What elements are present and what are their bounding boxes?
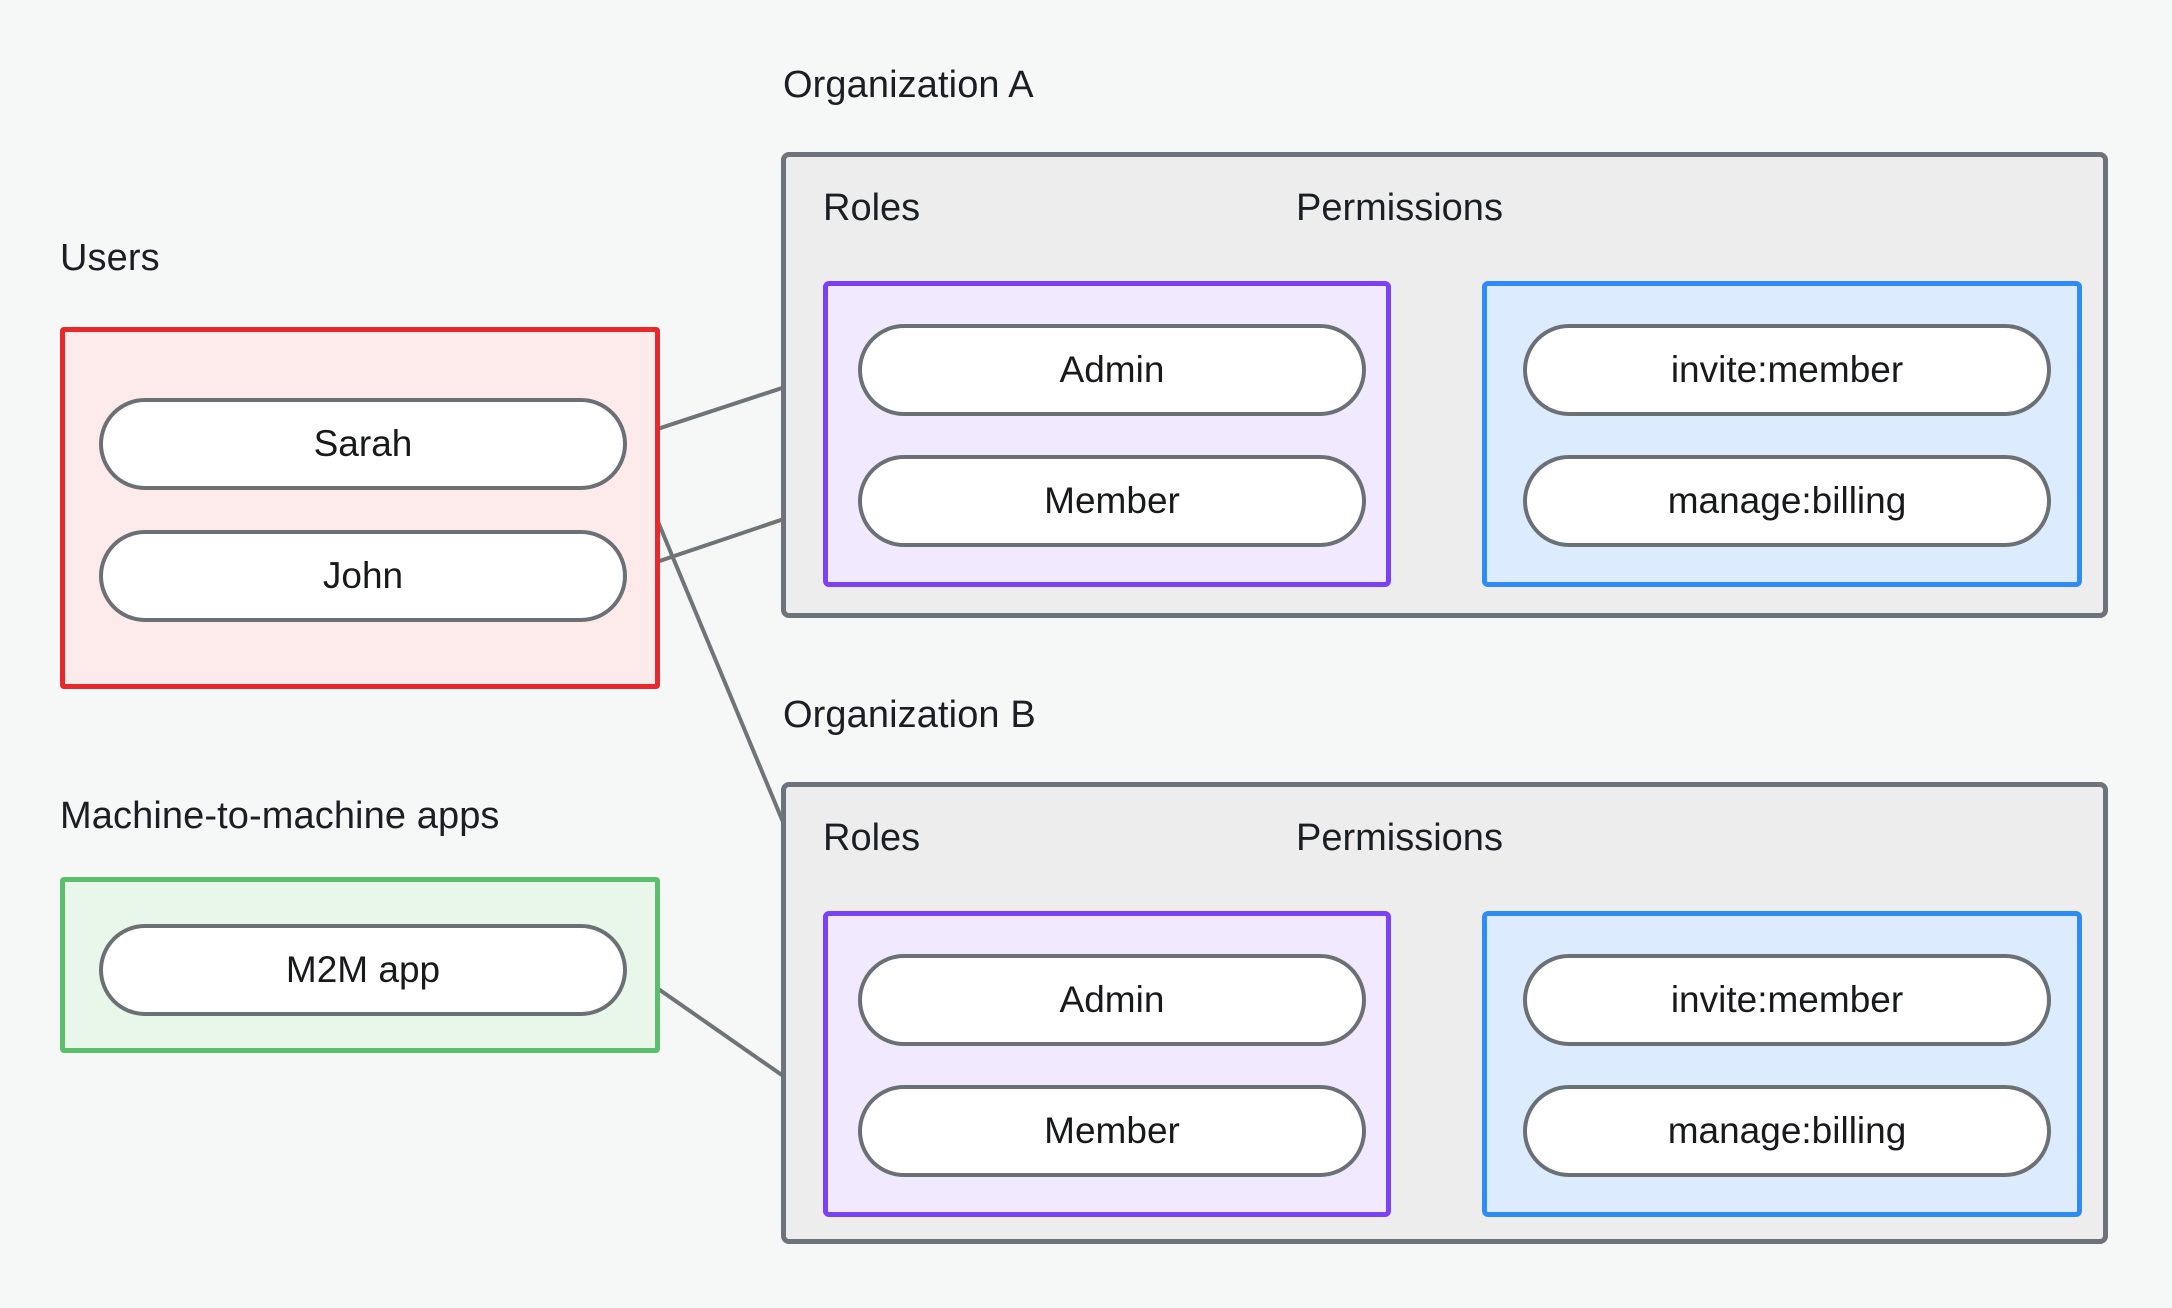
org-b-role-admin-label: Admin <box>1059 979 1165 1020</box>
org-b-title: Organization B <box>783 694 1036 736</box>
org-a-role-member[interactable]: Member <box>858 455 1366 547</box>
org-b-permission-invite-member-label: invite:member <box>1670 979 1904 1020</box>
org-b-permission-invite-member[interactable]: invite:member <box>1523 954 2051 1046</box>
org-b-roles-title: Roles <box>823 817 921 859</box>
org-a-roles-title: Roles <box>823 187 921 229</box>
org-a-permission-manage-billing-label: manage:billing <box>1667 480 1907 521</box>
org-b-roles-box: Admin Member <box>823 911 1391 1217</box>
org-a-permission-invite-member-label: invite:member <box>1670 349 1904 390</box>
org-a-role-member-label: Member <box>1044 480 1180 521</box>
org-b-permission-manage-billing-label: manage:billing <box>1667 1110 1907 1151</box>
user-node-john-label: John <box>322 555 404 596</box>
org-a-roles-box: Admin Member <box>823 281 1391 587</box>
org-a-permissions-title: Permissions <box>1296 187 1503 229</box>
users-group-box: Sarah John <box>60 327 660 689</box>
org-a-role-admin[interactable]: Admin <box>858 324 1366 416</box>
m2m-group-title: Machine-to-machine apps <box>60 795 500 837</box>
org-b-permissions-box: invite:member manage:billing <box>1482 911 2082 1217</box>
org-a-role-admin-label: Admin <box>1059 349 1165 390</box>
org-a-title: Organization A <box>783 64 1034 106</box>
org-b-box: Roles Permissions Admin Member invite:me… <box>781 782 2108 1244</box>
m2m-group-box: M2M app <box>60 877 660 1053</box>
user-node-sarah[interactable]: Sarah <box>99 398 627 490</box>
org-a-permission-invite-member[interactable]: invite:member <box>1523 324 2051 416</box>
org-b-role-member-label: Member <box>1044 1110 1180 1151</box>
org-a-permissions-box: invite:member manage:billing <box>1482 281 2082 587</box>
m2m-node-app[interactable]: M2M app <box>99 924 627 1016</box>
users-group-title: Users <box>60 237 160 279</box>
org-b-permission-manage-billing[interactable]: manage:billing <box>1523 1085 2051 1177</box>
org-b-role-member[interactable]: Member <box>858 1085 1366 1177</box>
user-node-john[interactable]: John <box>99 530 627 622</box>
m2m-node-app-label: M2M app <box>285 949 441 990</box>
user-node-sarah-label: Sarah <box>313 423 413 464</box>
org-b-role-admin[interactable]: Admin <box>858 954 1366 1046</box>
org-a-permission-manage-billing[interactable]: manage:billing <box>1523 455 2051 547</box>
org-b-permissions-title: Permissions <box>1296 817 1503 859</box>
org-a-box: Roles Permissions Admin Member invite:me… <box>781 152 2108 618</box>
